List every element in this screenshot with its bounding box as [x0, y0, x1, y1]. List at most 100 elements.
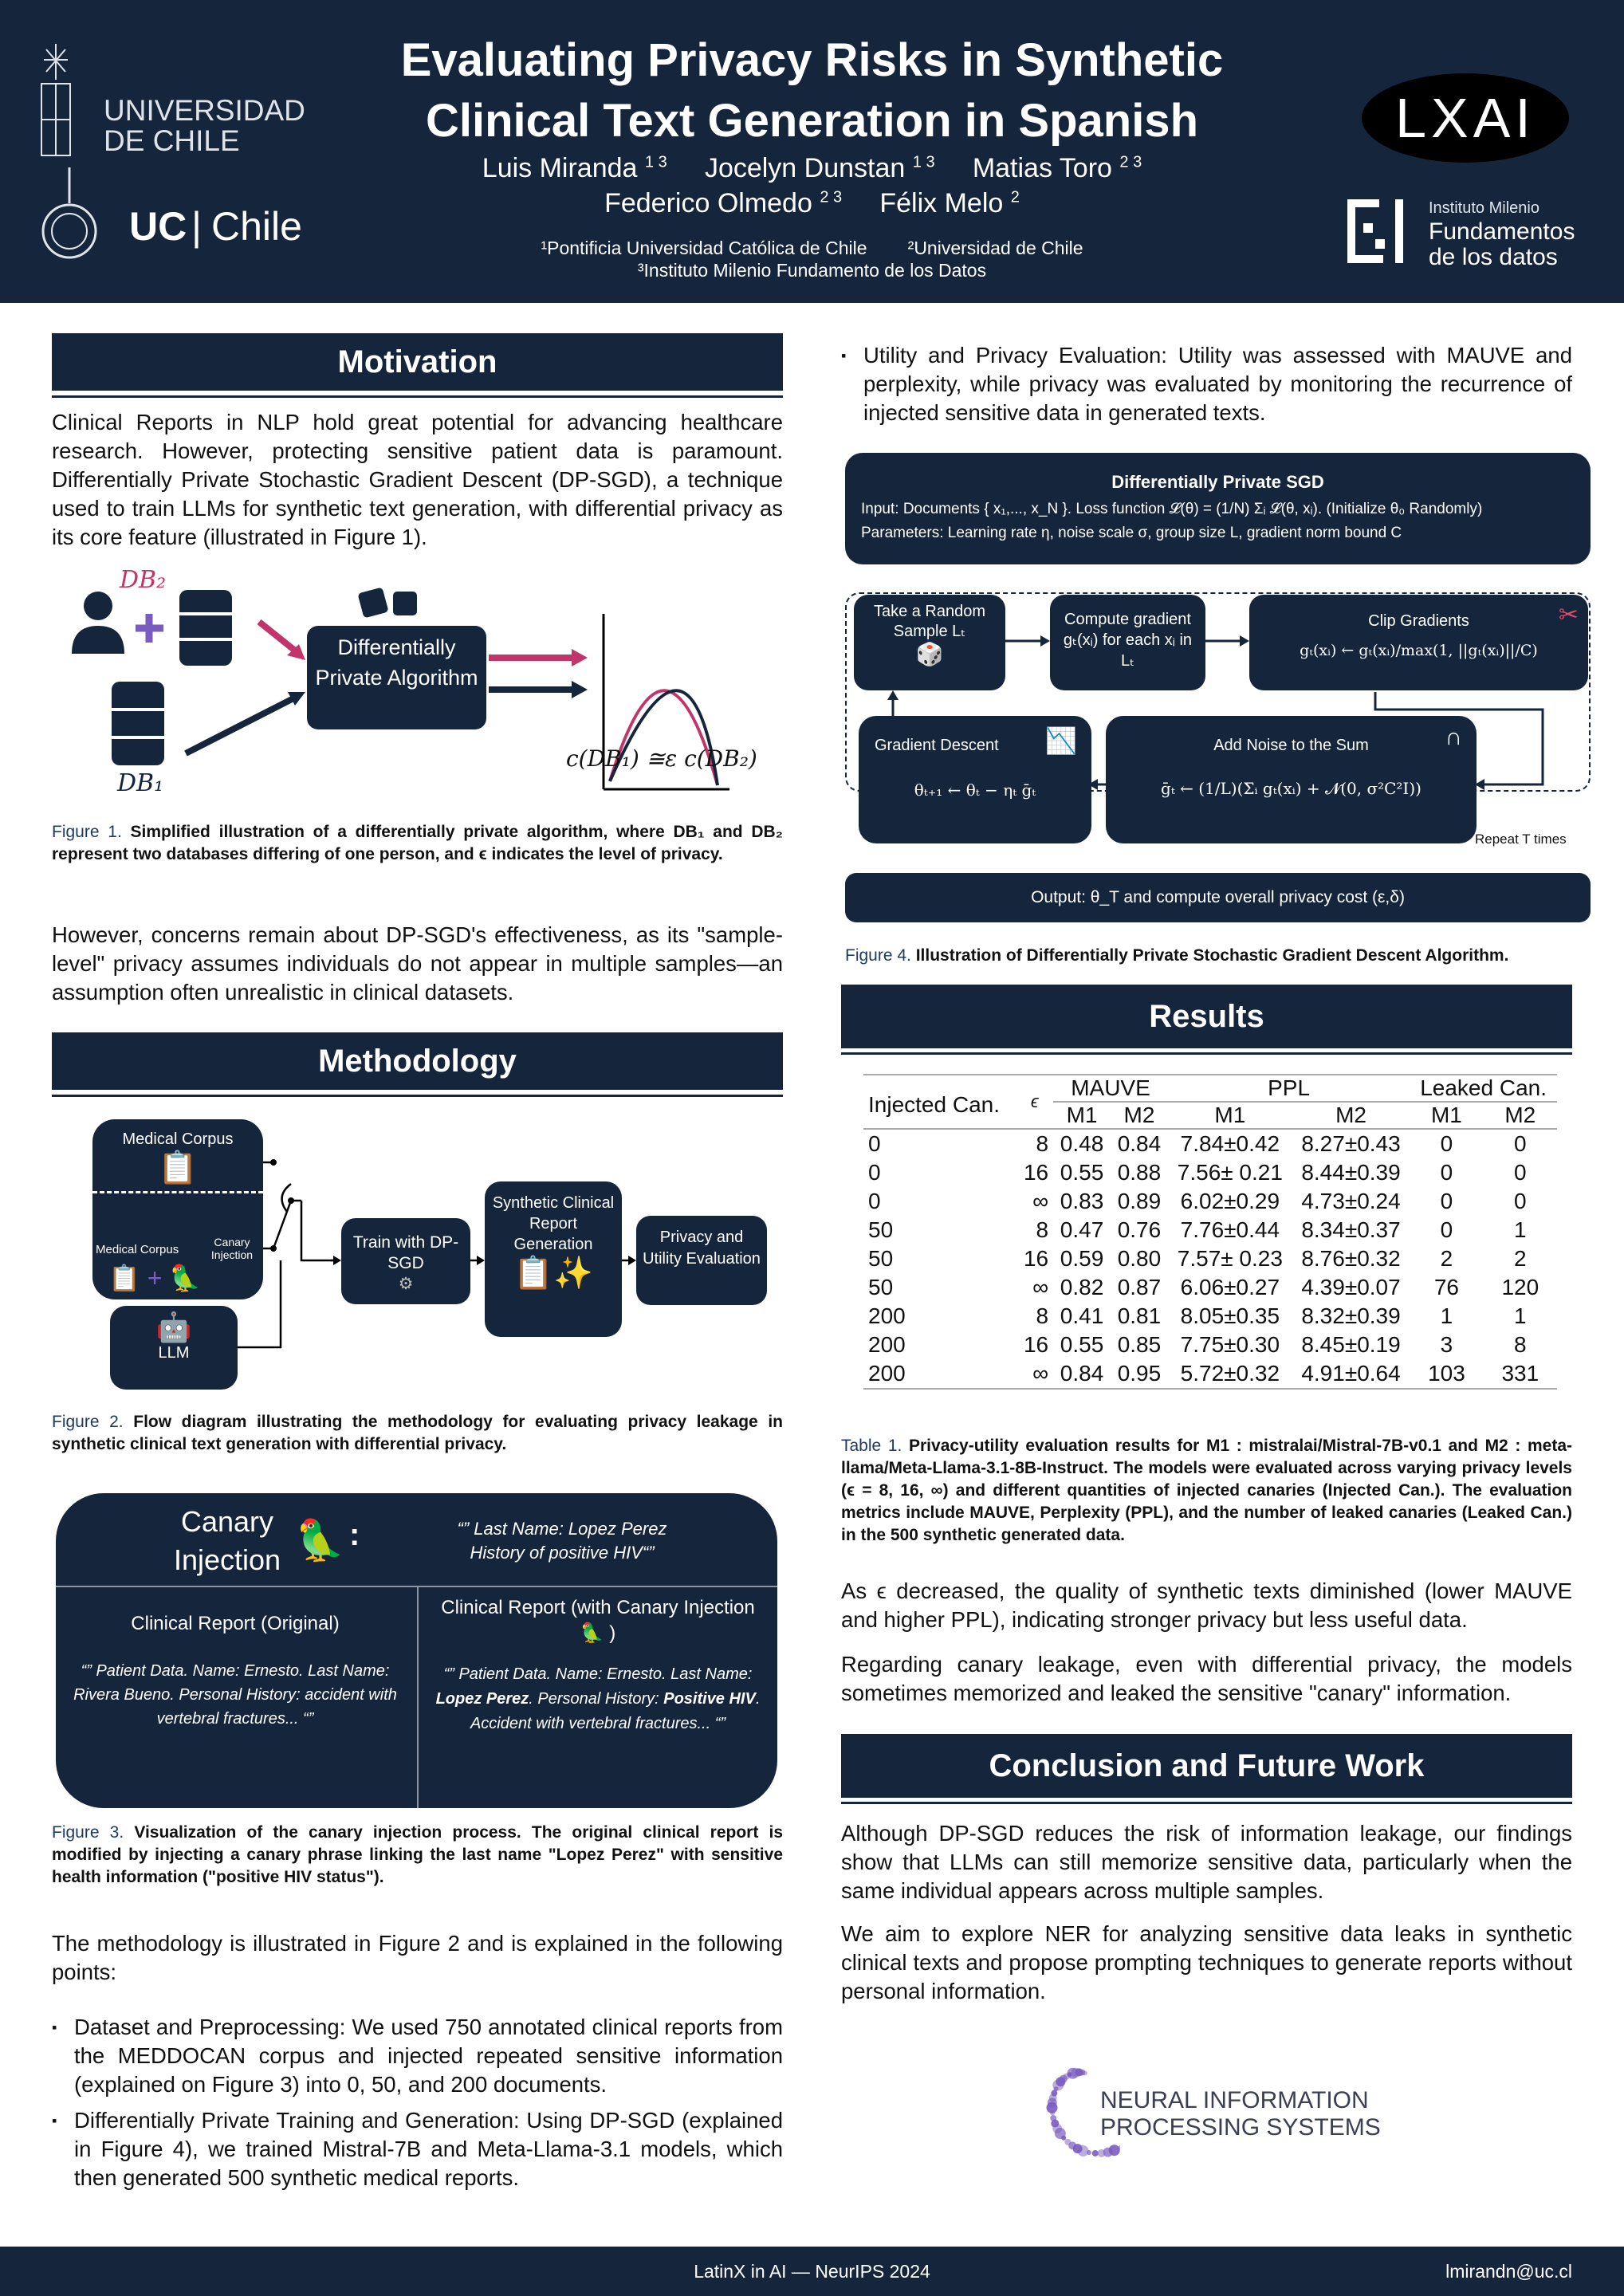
divider: [841, 1052, 1572, 1055]
uc-seal-icon: [41, 167, 97, 259]
table-cell: 0.87: [1117, 1275, 1162, 1299]
table-cell: 8.76±0.32: [1301, 1246, 1401, 1271]
table-cell: 6.02±0.29: [1180, 1189, 1280, 1213]
table-cell: 0.76: [1117, 1217, 1162, 1242]
table-cell: 8: [1036, 1303, 1049, 1328]
table-cell: 120: [1501, 1275, 1539, 1299]
scissors-icon: ✂: [1558, 602, 1579, 628]
conclusion-paragraph-2: We aim to explore NER for analyzing sens…: [841, 1921, 1572, 2003]
db1-label: DB₁: [117, 769, 164, 797]
uc-logo: UC | Chile: [40, 163, 311, 267]
bullet-evaluation: Utility and Privacy Evaluation: Utility …: [841, 341, 1572, 427]
affiliations-line-2: ³Instituto Milenio Fundamento de los Dat…: [319, 260, 1305, 281]
table-cell: 0: [868, 1160, 881, 1185]
parrot-icon: 🦜: [580, 1622, 604, 1644]
col-injected: Injected Can.: [868, 1092, 1000, 1117]
results-table-wrap: Injected Can. ϵ MAUVE PPL Leaked Can. M1…: [863, 1074, 1565, 1390]
database-icon: [179, 590, 232, 666]
canary-title: Canary Injection: [173, 1505, 281, 1576]
col-leaked: Leaked Can.: [1410, 1075, 1557, 1103]
divider: [841, 1802, 1572, 1804]
table-cell: 8: [1036, 1131, 1049, 1156]
affiliation: ³Instituto Milenio Fundamento de los Dat…: [637, 260, 987, 281]
figure-2-caption: Figure 2. Flow diagram illustrating the …: [52, 1413, 783, 1453]
table-cell: 16: [1023, 1332, 1049, 1357]
imfd-logo: Instituto Milenio Fundamentos de los dat…: [1347, 199, 1587, 271]
lxai-logo: LXAI: [1362, 73, 1569, 163]
dp-formula: c(DB₁) ≅ε c(DB₂): [566, 745, 757, 772]
author: Jocelyn Dunstan 1 3: [704, 153, 935, 183]
author: Luis Miranda 1 3: [482, 153, 667, 183]
figure-3-caption: Figure 3. Visualization of the canary in…: [52, 1823, 784, 1886]
arrow-db2: [257, 619, 301, 657]
dp-sgd-header-box: Differentially Private SGD Input: Docume…: [845, 453, 1591, 564]
imfd-text-2: de los datos: [1429, 244, 1558, 270]
colon: :: [349, 1517, 360, 1552]
bell-curve-icon: ∩: [1445, 724, 1462, 750]
table-cell: 0.48: [1060, 1131, 1104, 1156]
results-heading: Results: [841, 985, 1572, 1048]
methodology-heading: Methodology: [52, 1032, 783, 1090]
table-cell: 0: [1440, 1189, 1453, 1213]
table-cell: 1: [1514, 1303, 1527, 1328]
table-cell: 3: [1440, 1332, 1453, 1357]
original-report-title: Clinical Report (Original): [131, 1613, 340, 1634]
motivation-heading: Motivation: [52, 333, 783, 391]
table-cell: 7.76±0.44: [1180, 1217, 1280, 1242]
table-cell: 0: [1440, 1160, 1453, 1185]
motivation-paragraph-1: Clinical Reports in NLP hold great poten…: [52, 410, 783, 549]
gear-icon: ⚙: [398, 1275, 414, 1293]
results-paragraph-1: As ϵ decreased, the quality of synthetic…: [841, 1578, 1572, 1632]
divider: [52, 395, 783, 398]
table-1-caption: Table 1. Privacy-utility evaluation resu…: [841, 1437, 1572, 1544]
table-cell: 0.55: [1060, 1332, 1104, 1357]
table-cell: 0.84: [1060, 1361, 1104, 1386]
dp-sgd-params: Parameters: Learning rate η, noise scale…: [861, 525, 1402, 541]
table-cell: 8.45±0.19: [1301, 1332, 1401, 1357]
db2-label: DB₂: [120, 566, 167, 594]
evaluation-box: Privacy and Utility Evaluation: [636, 1216, 767, 1305]
affiliation: ¹Pontificia Universidad Católica de Chil…: [541, 238, 867, 258]
authors-line-2: Federico Olmedo 2 3 Félix Melo 2: [319, 188, 1305, 219]
person-icon: [72, 592, 124, 654]
dice-icon: 🎲: [915, 642, 944, 666]
dp-sgd-input: Input: Documents { x₁,..., x_N }. Loss f…: [861, 501, 1483, 517]
table-cell: 331: [1501, 1361, 1539, 1386]
table-cell: 8.27±0.43: [1301, 1131, 1401, 1156]
output-curves-chart: [602, 614, 729, 791]
footer-email[interactable]: lmirandn@uc.cl: [1445, 2261, 1572, 2282]
figure-1: DB₂ DB₁ Differentially Private Algorithm…: [52, 566, 783, 813]
table-cell: ∞: [1032, 1189, 1049, 1213]
conclusion-paragraph-1: Although DP-SGD reduces the risk of info…: [841, 1821, 1572, 1903]
figure-3-canary-box: Canary Injection 🦜 : “” Last Name: Lopez…: [56, 1493, 777, 1808]
table-cell: 0: [1440, 1217, 1453, 1242]
table-cell: 0.85: [1117, 1332, 1162, 1357]
original-report-text: “” Patient Data. Name: Ernesto. Last Nam…: [73, 1662, 397, 1728]
table-cell: 0.41: [1060, 1303, 1104, 1328]
parrot-icon: 🦜: [295, 1518, 345, 1563]
table-cell: 6.06±0.27: [1180, 1275, 1280, 1299]
table-cell: 0.82: [1060, 1275, 1104, 1299]
table-cell: 0: [1514, 1131, 1527, 1156]
poster-footer: LatinX in AI — NeurIPS 2024 lmirandn@uc.…: [0, 2247, 1624, 2296]
table-cell: 50: [868, 1246, 894, 1271]
table-cell: 16: [1023, 1160, 1049, 1185]
affiliation: ²Universidad de Chile: [907, 238, 1083, 258]
table-cell: 0.95: [1117, 1361, 1162, 1386]
table-cell: 200: [868, 1361, 906, 1386]
divider: [52, 1095, 783, 1097]
table-cell: 0.83: [1060, 1189, 1104, 1213]
dice-icon: [358, 588, 417, 618]
table-cell: 0.59: [1060, 1246, 1104, 1271]
llm-box: 🤖 LLM: [110, 1306, 238, 1390]
